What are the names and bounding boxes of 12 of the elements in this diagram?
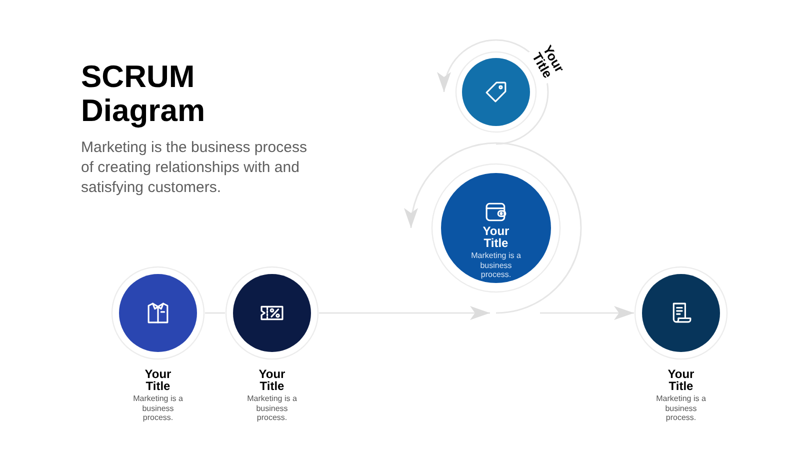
connector-arrow — [319, 306, 490, 320]
step-title: Your Title — [666, 368, 696, 392]
intro-paragraph: Marketing is the business process of creating relationships with and satisfying customers. — [81, 138, 308, 198]
step-description: Marketing is a business process. — [470, 251, 522, 280]
connector-arrow — [540, 306, 634, 320]
step-title: Your Title — [482, 225, 510, 249]
step-description: Marketing is a business process. — [655, 394, 707, 422]
step-description: Marketing is a business process. — [132, 394, 184, 422]
diagram-title: SCRUM Diagram — [81, 60, 206, 128]
step-title: Your Title — [144, 368, 172, 392]
step-description: Marketing is a business process. — [246, 394, 298, 422]
step-title: Your Title — [258, 368, 286, 392]
